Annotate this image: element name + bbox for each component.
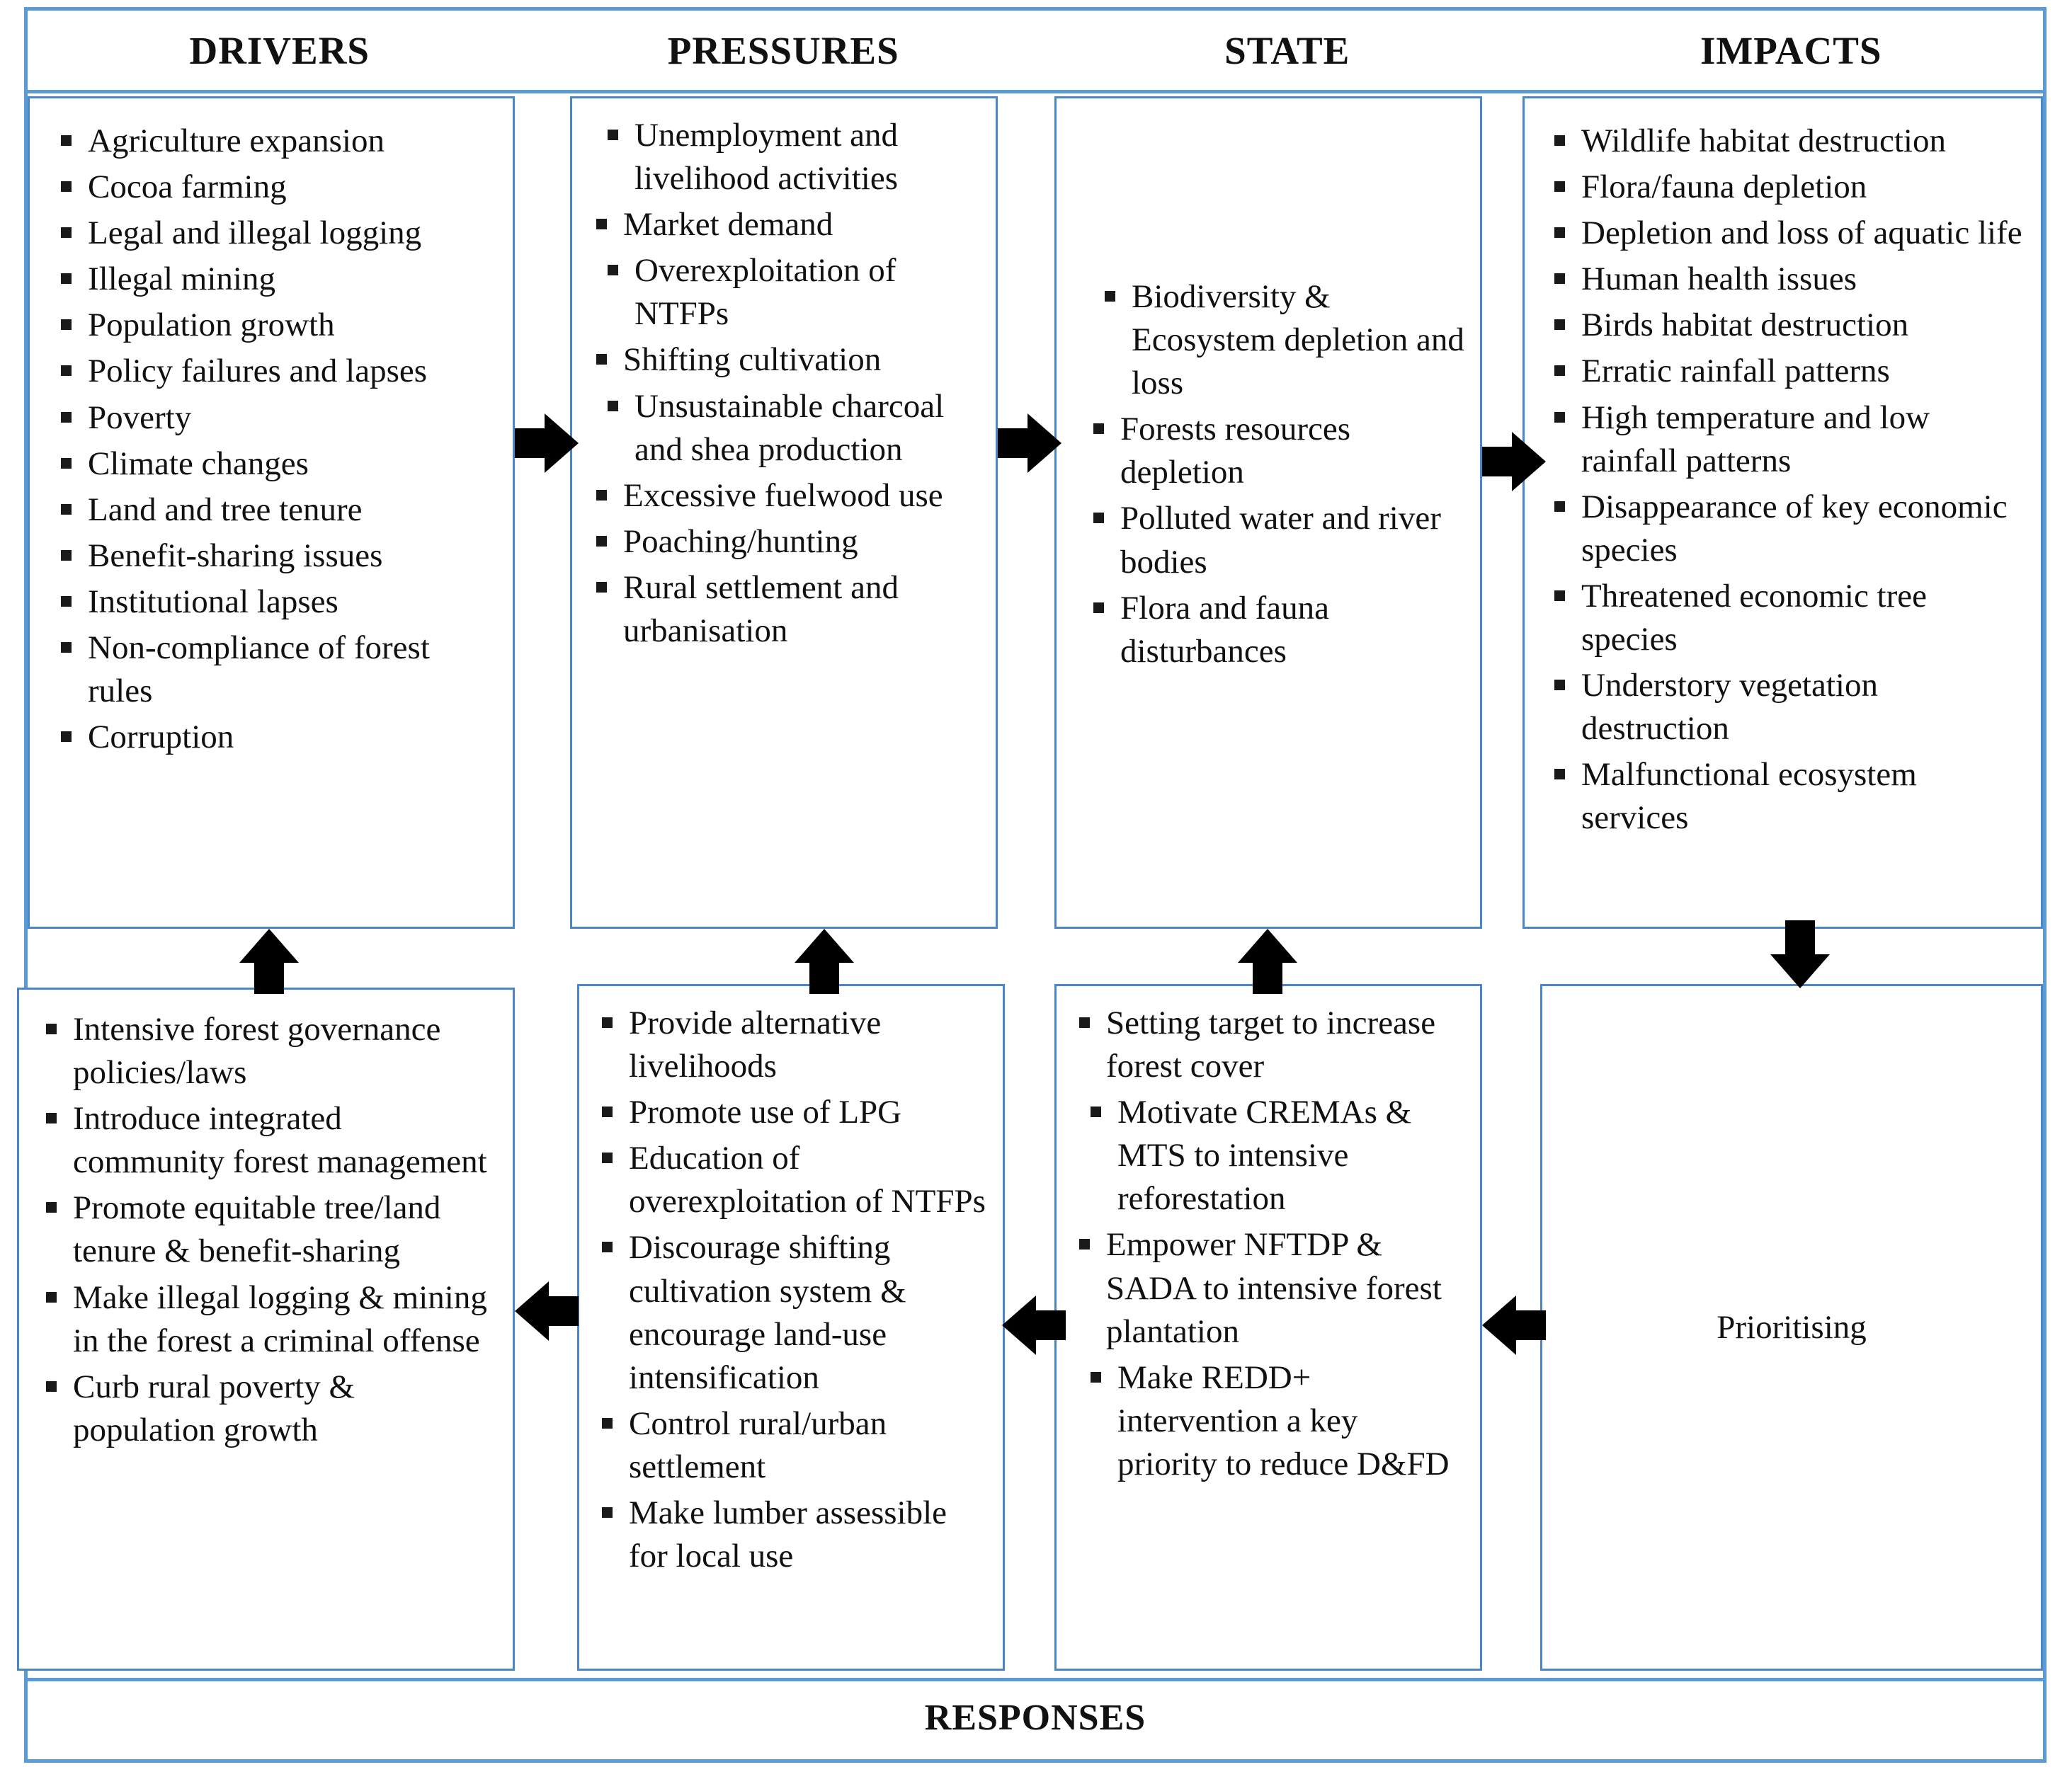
header-drivers: DRIVERS [189, 28, 370, 72]
drivers-box: Agriculture expansion Cocoa farming Lega… [28, 96, 515, 929]
list-item: Birds habitat destruction [1544, 304, 2025, 347]
impacts-box: Wildlife habitat destruction Flora/fauna… [1522, 96, 2043, 929]
arrow-pressures-to-state [998, 413, 1061, 473]
responses-footer: RESPONSES [28, 1678, 2043, 1754]
list-item: Threatened economic tree species [1544, 575, 2025, 661]
arrow-impacts-to-prioritising [1770, 920, 1830, 988]
header-pressures: PRESSURES [667, 28, 899, 72]
list-item: Shifting cultivation [586, 338, 980, 382]
header-state: STATE [1224, 28, 1350, 72]
arrow-state-responses-to-state [1238, 929, 1297, 994]
list-item: Empower NFTDP & SADA to intensive forest… [1069, 1223, 1464, 1353]
list-item: Make lumber assessible for local use [592, 1492, 987, 1578]
list-item: Population growth [51, 304, 497, 347]
list-item: Unsustainable charcoal and shea producti… [586, 385, 980, 471]
list-item: Overexploitation of NTFPs [586, 249, 980, 336]
list-item: Poverty [51, 396, 497, 440]
list-item: Disappearance of key economic species [1544, 486, 2025, 572]
arrow-drivers-responses-to-drivers [239, 929, 299, 994]
list-item: Forests resources depletion [1083, 408, 1464, 494]
list-item: Provide alternative livelihoods [592, 1002, 987, 1088]
list-item: Land and tree tenure [51, 488, 497, 532]
list-item: Rural settlement and urbanisation [586, 566, 980, 653]
list-item: Corruption [51, 716, 497, 759]
outer-frame [24, 7, 2047, 1763]
list-item: Make illegal logging & mining in the for… [36, 1276, 497, 1363]
arrow-pressures-responses-to-drivers-responses [515, 1281, 579, 1341]
list-item: Erratic rainfall patterns [1544, 350, 2025, 393]
list-item: Flora/fauna depletion [1544, 166, 2025, 209]
drivers-responses-box: Intensive forest governance policies/law… [17, 988, 515, 1671]
list-item: Poaching/hunting [586, 520, 980, 564]
arrow-state-to-impacts [1482, 432, 1546, 491]
list-item: Promote use of LPG [592, 1091, 987, 1134]
list-item: Control rural/urban settlement [592, 1402, 987, 1489]
arrow-drivers-to-pressures [515, 413, 579, 473]
impacts-list: Wildlife habitat destruction Flora/fauna… [1525, 98, 2041, 850]
list-item: High temperature and low rainfall patter… [1544, 396, 2025, 483]
prioritising-box: Prioritising [1540, 984, 2043, 1671]
list-item: Curb rural poverty & population growth [36, 1366, 497, 1452]
list-item: Market demand [586, 203, 980, 246]
pressures-responses-list: Provide alternative livelihoods Promote … [579, 986, 1003, 1588]
drivers-responses-list: Intensive forest governance policies/law… [19, 990, 513, 1462]
header-impacts: IMPACTS [1700, 28, 1882, 72]
list-item: Wildlife habitat destruction [1544, 120, 2025, 163]
list-item: Promote equitable tree/land tenure & ben… [36, 1187, 497, 1273]
list-item: Setting target to increase forest cover [1069, 1002, 1464, 1088]
list-item: Depletion and loss of aquatic life [1544, 212, 2025, 255]
list-item: Introduce integrated community forest ma… [36, 1097, 497, 1184]
list-item: Cocoa farming [51, 166, 497, 209]
pressures-box: Unemployment and livelihood activities M… [570, 96, 998, 929]
list-item: Education of overexploitation of NTFPs [592, 1137, 987, 1223]
pressures-responses-box: Provide alternative livelihoods Promote … [577, 984, 1005, 1671]
state-responses-box: Setting target to increase forest cover … [1054, 984, 1482, 1671]
list-item: Illegal mining [51, 258, 497, 301]
pressures-list: Unemployment and livelihood activities M… [572, 98, 996, 663]
list-item: Institutional lapses [51, 581, 497, 624]
list-item: Policy failures and lapses [51, 350, 497, 393]
list-item: Polluted water and river bodies [1083, 497, 1464, 583]
list-item: Malfunctional ecosystem services [1544, 753, 2025, 840]
state-responses-list: Setting target to increase forest cover … [1057, 986, 1480, 1496]
list-item: Excessive fuelwood use [586, 474, 980, 518]
list-item: Non-compliance of forest rules [51, 627, 497, 713]
list-item: Climate changes [51, 442, 497, 486]
list-item: Make REDD+ intervention a key priority t… [1069, 1356, 1464, 1486]
state-list: Biodiversity & Ecosystem depletion and l… [1057, 98, 1480, 683]
arrow-prioritising-to-state-responses [1482, 1296, 1546, 1355]
prioritising-label: Prioritising [1717, 1309, 1867, 1346]
list-item: Biodiversity & Ecosystem depletion and l… [1083, 275, 1464, 405]
state-box: Biodiversity & Ecosystem depletion and l… [1054, 96, 1482, 929]
list-item: Legal and illegal logging [51, 212, 497, 255]
arrow-pressures-responses-to-pressures [795, 929, 854, 994]
list-item: Intensive forest governance policies/law… [36, 1008, 497, 1094]
list-item: Agriculture expansion [51, 120, 497, 163]
list-item: Unemployment and livelihood activities [586, 114, 980, 200]
list-item: Benefit-sharing issues [51, 534, 497, 578]
list-item: Motivate CREMAs & MTS to intensive refor… [1069, 1091, 1464, 1220]
list-item: Flora and fauna disturbances [1083, 587, 1464, 673]
list-item: Human health issues [1544, 258, 2025, 301]
header-band: DRIVERS PRESSURES STATE IMPACTS [28, 11, 2043, 93]
drivers-list: Agriculture expansion Cocoa farming Lega… [30, 98, 513, 769]
responses-label: RESPONSES [924, 1698, 1146, 1738]
list-item: Discourage shifting cultivation system &… [592, 1226, 987, 1399]
arrow-state-responses-to-pressures-responses [1002, 1296, 1066, 1355]
list-item: Understory vegetation destruction [1544, 664, 2025, 750]
